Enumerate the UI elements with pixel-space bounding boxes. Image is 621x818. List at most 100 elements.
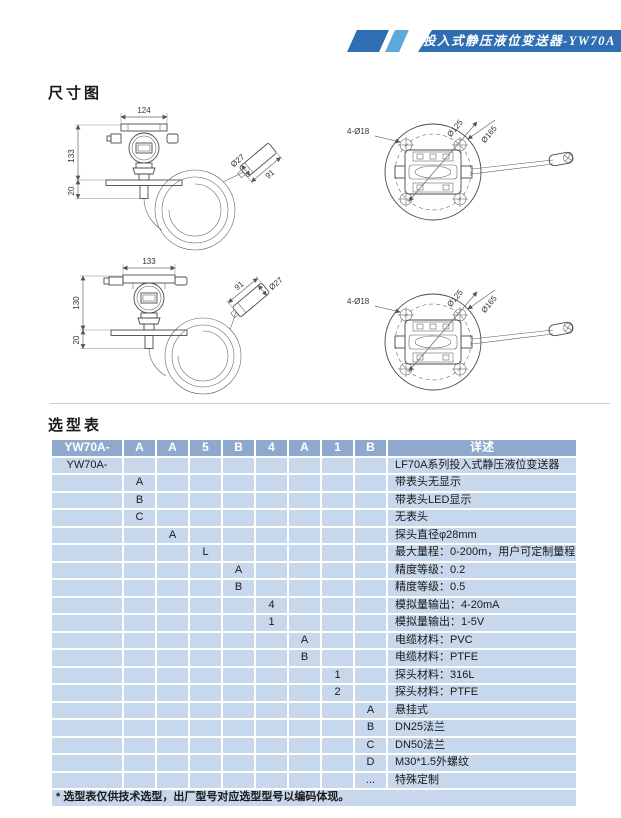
empty-cell bbox=[289, 545, 322, 563]
empty-cell bbox=[157, 772, 190, 790]
dim-label-bolt-circle-2: Ø125 bbox=[445, 288, 465, 309]
empty-cell bbox=[124, 685, 157, 703]
empty-cell bbox=[223, 492, 256, 510]
empty-cell bbox=[223, 475, 256, 493]
empty-cell bbox=[355, 527, 388, 545]
empty-cell bbox=[52, 632, 124, 650]
option-description-cell: 探头材料：316L bbox=[388, 667, 578, 685]
empty-cell bbox=[157, 650, 190, 668]
dim-label-bolt-holes-2: 4-Ø18 bbox=[347, 297, 370, 306]
empty-cell bbox=[355, 580, 388, 598]
empty-cell bbox=[190, 650, 223, 668]
empty-cell bbox=[52, 475, 124, 493]
empty-cell bbox=[157, 597, 190, 615]
empty-cell bbox=[190, 580, 223, 598]
option-code-cell: B bbox=[124, 492, 157, 510]
option-code-cell: A bbox=[223, 562, 256, 580]
empty-cell bbox=[223, 667, 256, 685]
code-column-header: A bbox=[157, 440, 190, 458]
empty-cell bbox=[289, 615, 322, 633]
option-code-cell: ... bbox=[355, 772, 388, 790]
empty-cell bbox=[124, 597, 157, 615]
option-code-cell: 1 bbox=[322, 667, 355, 685]
dim-label-outer-dia-2: Ø165 bbox=[479, 294, 499, 315]
option-description-cell: 探头直径φ28mm bbox=[388, 527, 578, 545]
empty-cell bbox=[190, 632, 223, 650]
code-column-header: B bbox=[223, 440, 256, 458]
dim-label-height-2: 130 bbox=[72, 296, 81, 310]
option-description-cell: 探头材料：PTFE bbox=[388, 685, 578, 703]
empty-cell bbox=[52, 510, 124, 528]
empty-cell bbox=[124, 755, 157, 773]
option-code-cell: B bbox=[289, 650, 322, 668]
empty-cell bbox=[223, 650, 256, 668]
option-description-cell: 带表头无显示 bbox=[388, 475, 578, 493]
empty-cell bbox=[223, 702, 256, 720]
option-code-cell: 1 bbox=[256, 615, 289, 633]
empty-cell bbox=[52, 527, 124, 545]
dimension-drawings: 124 133 20 Ø27 bbox=[67, 106, 585, 395]
empty-cell bbox=[157, 755, 190, 773]
empty-cell bbox=[157, 720, 190, 738]
empty-cell bbox=[256, 720, 289, 738]
drawing-top-view-2: 4-Ø18 Ø125 Ø165 bbox=[347, 288, 574, 390]
option-code-cell: C bbox=[355, 737, 388, 755]
empty-cell bbox=[157, 667, 190, 685]
dim-label-probe-dia-1: Ø27 bbox=[229, 152, 247, 169]
empty-cell bbox=[124, 527, 157, 545]
empty-cell bbox=[52, 737, 124, 755]
empty-cell bbox=[157, 510, 190, 528]
option-description-cell: 带表头LED显示 bbox=[388, 492, 578, 510]
empty-cell bbox=[52, 667, 124, 685]
option-description-cell: 无表头 bbox=[388, 510, 578, 528]
empty-cell bbox=[190, 597, 223, 615]
empty-cell bbox=[190, 702, 223, 720]
empty-cell bbox=[256, 527, 289, 545]
empty-cell bbox=[52, 650, 124, 668]
option-description-cell: 电缆材料：PVC bbox=[388, 632, 578, 650]
empty-cell bbox=[289, 667, 322, 685]
table-footnote: * 选型表仅供技术选型，出厂型号对应选型型号以编码体现。 bbox=[52, 790, 578, 808]
dim-label-width-1: 124 bbox=[137, 106, 151, 115]
empty-cell bbox=[157, 737, 190, 755]
empty-cell bbox=[289, 597, 322, 615]
empty-cell bbox=[289, 755, 322, 773]
empty-cell bbox=[289, 685, 322, 703]
empty-cell bbox=[256, 667, 289, 685]
selection-table-row: ...特殊定制 bbox=[52, 772, 578, 790]
empty-cell bbox=[322, 615, 355, 633]
dim-label-outer-dia-1: Ø165 bbox=[479, 124, 499, 145]
empty-cell bbox=[223, 457, 256, 475]
empty-cell bbox=[289, 527, 322, 545]
empty-cell bbox=[190, 562, 223, 580]
option-code-cell: 4 bbox=[256, 597, 289, 615]
empty-cell bbox=[322, 720, 355, 738]
empty-cell bbox=[256, 650, 289, 668]
empty-cell bbox=[256, 510, 289, 528]
empty-cell bbox=[52, 597, 124, 615]
option-code-cell: D bbox=[355, 755, 388, 773]
empty-cell bbox=[124, 702, 157, 720]
empty-cell bbox=[223, 755, 256, 773]
empty-cell bbox=[322, 597, 355, 615]
empty-cell bbox=[157, 580, 190, 598]
empty-cell bbox=[289, 772, 322, 790]
empty-cell bbox=[223, 597, 256, 615]
empty-cell bbox=[190, 667, 223, 685]
empty-cell bbox=[190, 720, 223, 738]
empty-cell bbox=[355, 562, 388, 580]
empty-cell bbox=[190, 772, 223, 790]
empty-cell bbox=[190, 527, 223, 545]
empty-cell bbox=[355, 545, 388, 563]
empty-cell bbox=[124, 650, 157, 668]
empty-cell bbox=[52, 615, 124, 633]
empty-cell bbox=[124, 720, 157, 738]
